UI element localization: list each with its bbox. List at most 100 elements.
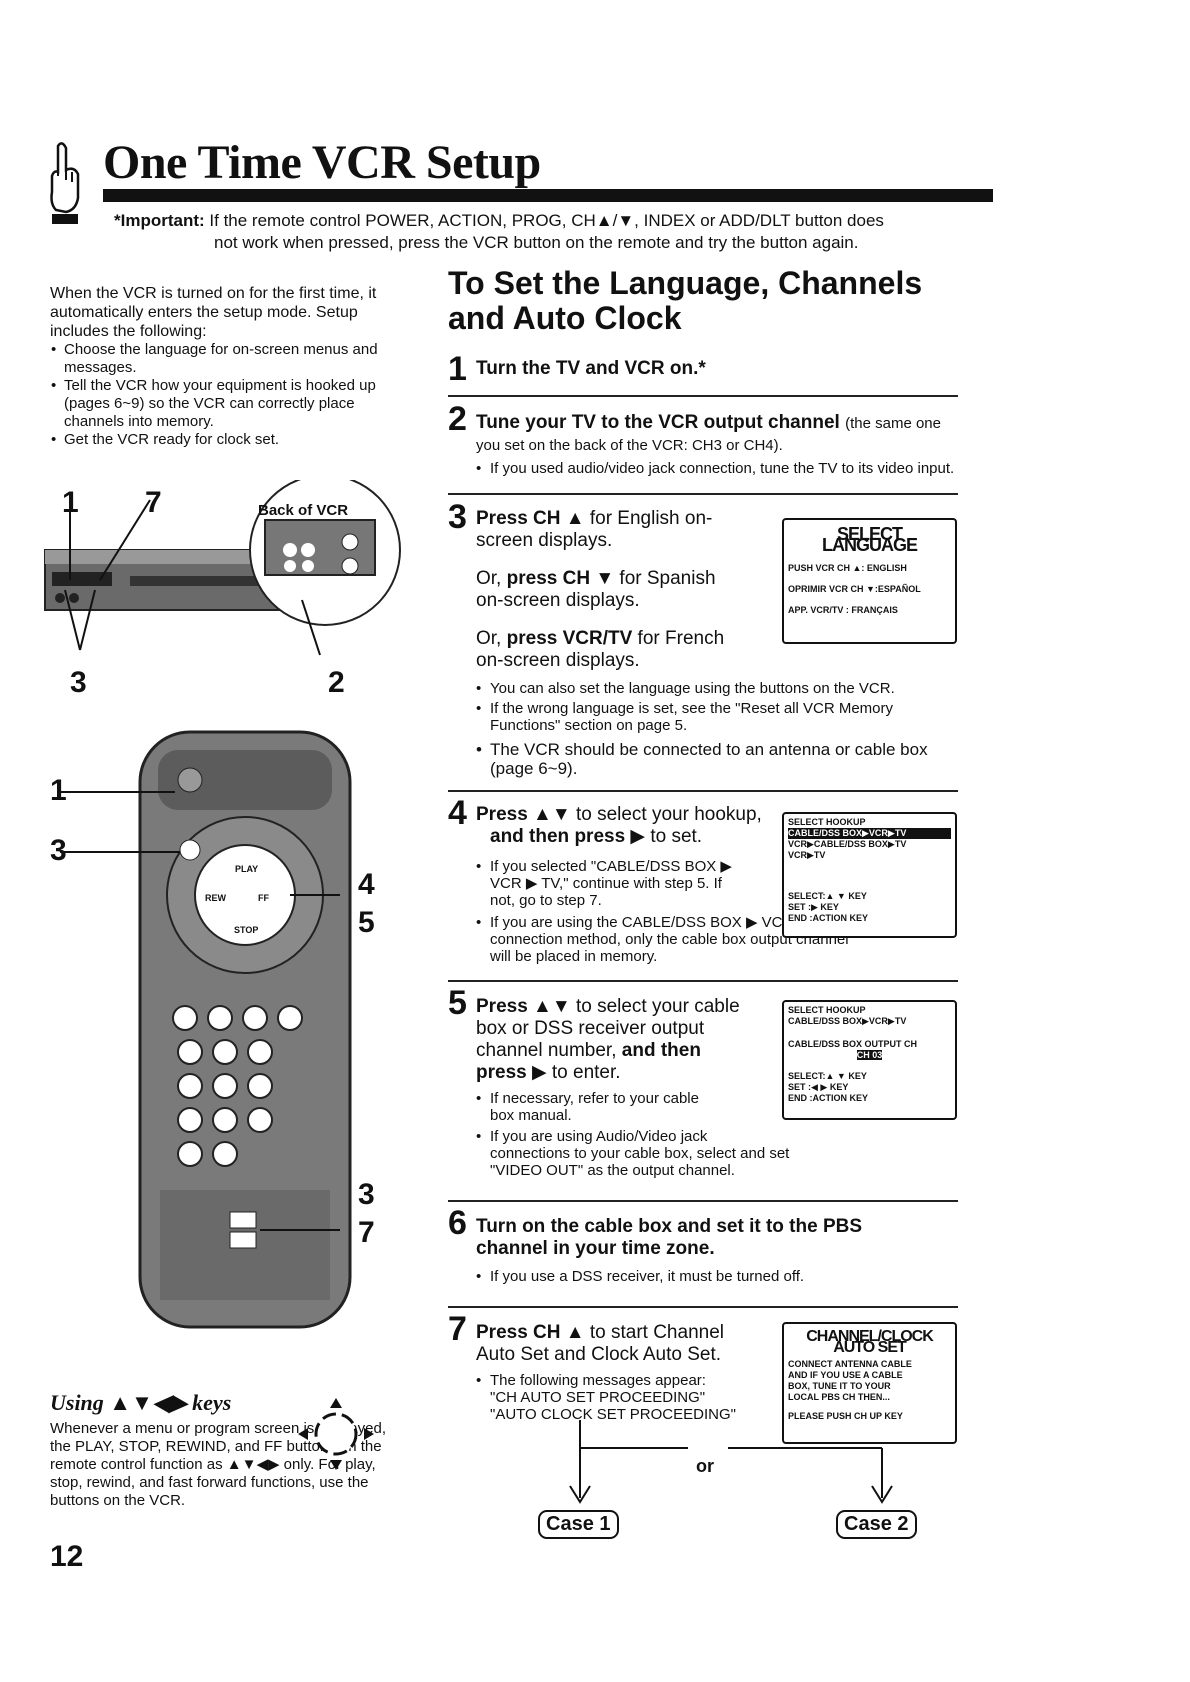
step-4: 4 Press ▲▼ to select your hookup, and th… [448, 796, 958, 966]
remote-stop-label: STOP [234, 925, 259, 935]
auto-message-1: "CH AUTO SET PROCEEDING" [490, 1389, 706, 1406]
screen-row: BOX, TUNE IT TO YOUR [788, 1381, 891, 1391]
step-text: to start Channel Auto Set and Clock Auto… [476, 1322, 724, 1365]
screen-row: SET :▶ KEY [788, 902, 839, 912]
intro-list: Choose the language for on-screen menus … [50, 341, 410, 449]
remote-play-label: PLAY [235, 864, 259, 874]
remote-callout-3b: 3 [358, 1178, 375, 1211]
step-text: for French on-screen displays. [476, 628, 725, 671]
vcr-callout-1: 1 [62, 486, 79, 519]
step-7: 7 Press CH ▲ to start Channel Auto Set a… [448, 1312, 958, 1442]
screen-row: APP. VCR/TV : FRANÇAIS [788, 605, 898, 615]
screen-row: END :ACTION KEY [788, 913, 869, 923]
page-number: 12 [50, 1540, 84, 1573]
screen-row: END :ACTION KEY [788, 1093, 869, 1103]
step-divider [448, 1200, 958, 1202]
step-number: 6 [448, 1204, 467, 1242]
vcr-callout-2: 2 [328, 666, 345, 699]
step-text: Turn the TV and VCR on.* [476, 358, 706, 379]
intro-bullet: Get the VCR ready for clock set. [51, 431, 410, 449]
step-number: 1 [448, 350, 467, 388]
step-bullet: If you are using Audio/Video jack connec… [476, 1128, 790, 1179]
important-label: *Important: [114, 211, 205, 230]
back-of-vcr-label: Back of VCR [258, 502, 349, 519]
step-bullet: The VCR should be connected to an antenn… [476, 740, 960, 778]
important-note: *Important: If the remote control POWER,… [114, 210, 954, 254]
screen-row: SELECT:▲ ▼ KEY [788, 1071, 867, 1081]
screen-row: PUSH VCR CH ▲: ENGLISH [788, 563, 907, 573]
case-1-label: Case 1 [538, 1510, 619, 1539]
intro-text: When the VCR is turned on for the first … [50, 285, 377, 340]
screen-highlight: CABLE/DSS BOX▶VCR▶TV [788, 828, 951, 839]
step-or: Or, [476, 568, 507, 589]
step-bullet: If the wrong language is set, see the "R… [476, 700, 960, 734]
vcr-callout-7: 7 [145, 486, 162, 519]
screen-subtitle: CABLE/DSS BOX▶VCR▶TV [788, 1016, 907, 1026]
step-key: press VCR/TV [506, 628, 633, 649]
channel-clock-auto-set-screen: CHANNEL/CLOCK AUTO SET CONNECT ANTENNA C… [782, 1322, 957, 1444]
case-2-label: Case 2 [836, 1510, 917, 1539]
step-key: and then press ▶ [476, 1040, 701, 1083]
screen-highlight: CH 03 [856, 1050, 883, 1060]
screen-row: SELECT:▲ ▼ KEY [788, 891, 867, 901]
section-title: To Set the Language, Channels and Auto C… [448, 265, 923, 336]
important-line1: If the remote control POWER, ACTION, PRO… [209, 211, 884, 230]
step-6: 6 Turn on the cable box and set it to th… [448, 1206, 958, 1306]
vcr-illustration [44, 480, 401, 656]
step-5: 5 Press ▲▼ to select your cable box or D… [448, 986, 958, 1186]
intro-bullet: Choose the language for on-screen menus … [51, 341, 410, 377]
hand-pointer-icon [50, 142, 80, 224]
step-text: to select your cable box or DSS receiver… [476, 996, 740, 1061]
step-number: 3 [448, 498, 467, 536]
remote-callout-4: 4 [358, 868, 375, 901]
step-divider [448, 395, 958, 397]
step-key: Press ▲▼ [476, 804, 571, 825]
auto-message-2: "AUTO CLOCK SET PROCEEDING" [490, 1406, 736, 1423]
intro-bullet: Tell the VCR how your equipment is hooke… [51, 377, 410, 431]
remote-ff-label: FF [258, 893, 269, 903]
step-divider [448, 790, 958, 792]
step-2: 2 Tune your TV to the VCR output channel… [448, 402, 958, 482]
step-divider [448, 493, 958, 495]
step-bullet: If you used audio/video jack connection,… [476, 460, 960, 477]
select-hookup-screen: SELECT HOOKUP CABLE/DSS BOX▶VCR▶TV VCR▶C… [782, 812, 957, 938]
step-number: 7 [448, 1310, 467, 1348]
remote-callout-1: 1 [50, 774, 67, 807]
screen-row: LOCAL PBS CH THEN... [788, 1392, 890, 1402]
step-text: Tune your TV to the VCR output channel [476, 412, 840, 433]
screen-row: OPRIMIR VCR CH ▼:ESPAÑOL [788, 584, 921, 594]
step-bullet: If you are using the CABLE/DSS BOX ▶ VCR… [476, 914, 860, 965]
step-text: to set. [645, 826, 703, 847]
screen-row: SET :◀ ▶ KEY [788, 1082, 849, 1092]
screen-row: PLEASE PUSH CH UP KEY [788, 1411, 903, 1421]
remote-rew-label: REW [205, 893, 226, 903]
step-text: for English on-screen displays. [476, 508, 713, 551]
step-3: 3 Press CH ▲ for English on-screen displ… [448, 500, 958, 780]
screen-row: VCR▶CABLE/DSS BOX▶TV [788, 839, 907, 849]
screen-title: CHANNEL/CLOCK AUTO SET [806, 1328, 934, 1356]
step-text: Turn on the cable box and set it to the … [476, 1216, 863, 1259]
case-flow-arrows [569, 1420, 893, 1504]
step-subtext: (the same one you set on the back of the… [476, 415, 941, 454]
step-text: to enter. [546, 1062, 621, 1083]
step-text: for Spanish on-screen displays. [476, 568, 716, 611]
step-1: 1 Turn the TV and VCR on.* [448, 352, 958, 392]
step-bullet: If necessary, refer to your cable box ma… [476, 1090, 720, 1124]
intro: When the VCR is turned on for the first … [50, 284, 410, 449]
screen-row: CABLE/DSS BOX OUTPUT CH [788, 1039, 918, 1049]
screen-title: SELECT HOOKUP [788, 817, 866, 827]
step-text: to select your hookup, [570, 804, 762, 825]
select-language-screen: SELECT LANGUAGE PUSH VCR CH ▲: ENGLISH O… [782, 518, 957, 644]
step-divider [448, 980, 958, 982]
step-number: 4 [448, 794, 467, 832]
screen-title: SELECT LANGUAGE [822, 524, 918, 555]
screen-title: SELECT HOOKUP [788, 1005, 866, 1015]
step-key: Press CH ▲ [476, 508, 585, 529]
screen-row: VCR▶TV [788, 850, 826, 860]
vcr-callout-3: 3 [70, 666, 87, 699]
step-bullet: If you use a DSS receiver, it must be tu… [476, 1268, 960, 1285]
step-key: Press ▲▼ [476, 996, 571, 1017]
screen-row: CONNECT ANTENNA CABLE [788, 1359, 912, 1369]
select-hookup-output-screen: SELECT HOOKUP CABLE/DSS BOX▶VCR▶TV CABLE… [782, 1000, 957, 1120]
title-rule [103, 189, 993, 202]
